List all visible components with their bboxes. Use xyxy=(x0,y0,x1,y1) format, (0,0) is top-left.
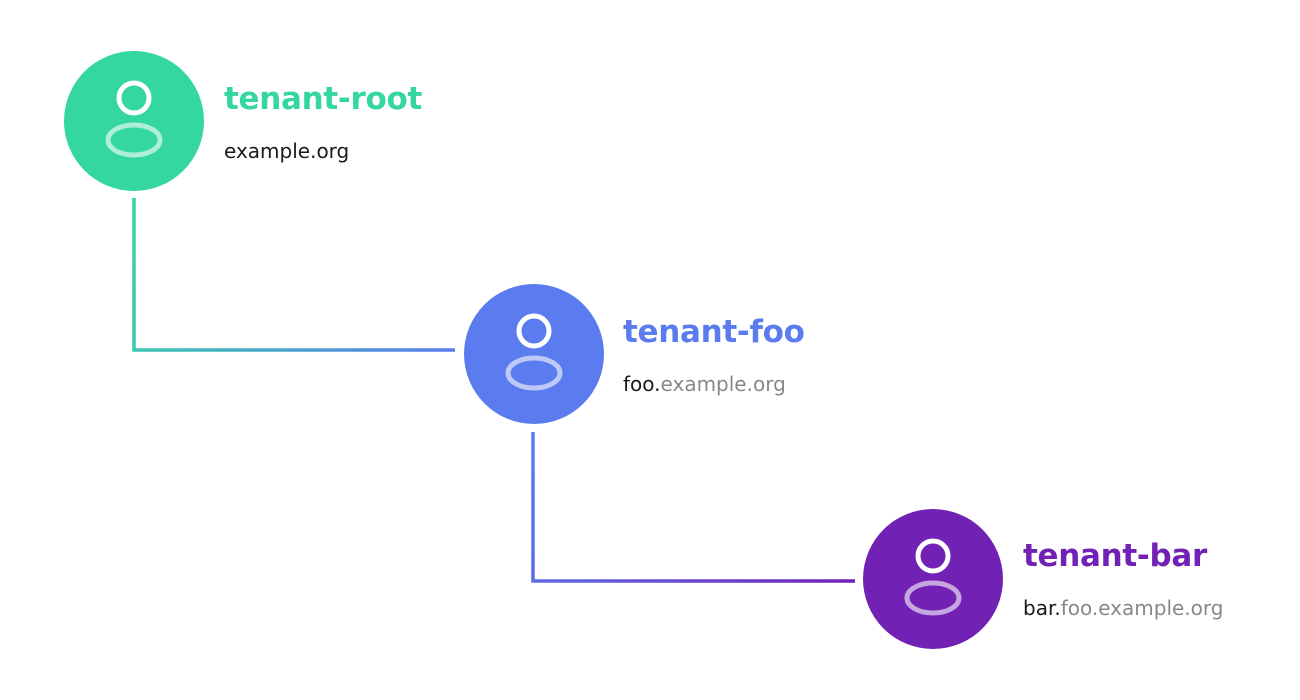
connector-foo-to-bar xyxy=(531,432,855,583)
domain-own-part: foo. xyxy=(623,372,661,396)
tenant-foo-name: tenant-foo xyxy=(623,314,805,350)
tenant-bar-avatar xyxy=(863,509,1003,649)
connector-root-to-foo xyxy=(132,198,455,352)
user-icon xyxy=(64,51,204,191)
domain-parent-part: example.org xyxy=(660,372,786,396)
tenant-bar-name: tenant-bar xyxy=(1023,538,1207,574)
domain-own-part: example.org xyxy=(224,139,350,163)
domain-own-part: bar. xyxy=(1023,596,1061,620)
tenant-root-domain: example.org xyxy=(224,139,349,163)
tenant-foo-domain: foo.example.org xyxy=(623,372,786,396)
tenant-root-avatar xyxy=(64,51,204,191)
tenant-root-name: tenant-root xyxy=(224,81,422,117)
tenant-bar-domain: bar.foo.example.org xyxy=(1023,596,1223,620)
user-icon xyxy=(464,284,604,424)
domain-parent-part: foo.example.org xyxy=(1060,596,1224,620)
user-icon xyxy=(863,509,1003,649)
tenant-foo-avatar xyxy=(464,284,604,424)
